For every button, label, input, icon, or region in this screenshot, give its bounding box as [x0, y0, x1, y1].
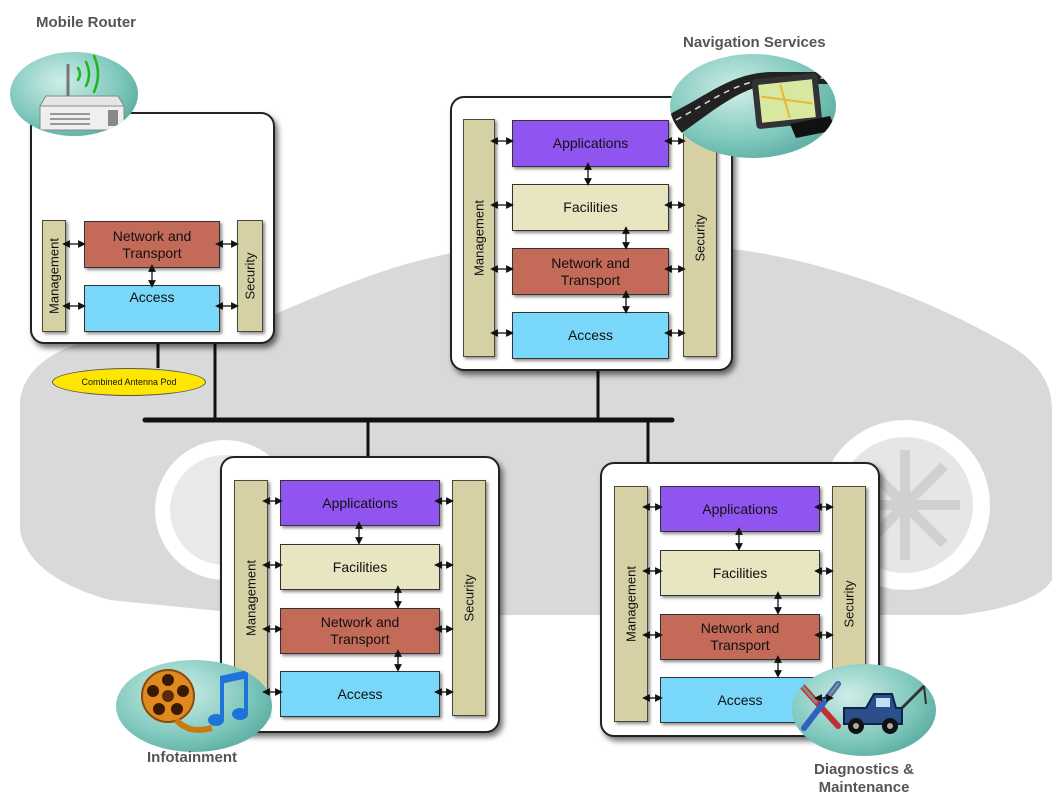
management-panel: Management — [463, 119, 495, 357]
facilities-label: Facilities — [332, 558, 388, 575]
security-panel: Security — [237, 220, 263, 332]
security-panel: Security — [683, 119, 717, 357]
network-label-line1: Network and — [551, 254, 630, 271]
access-layer: Access — [84, 285, 220, 332]
network-label-line2: Transport — [710, 637, 770, 653]
applications-label: Applications — [702, 500, 778, 517]
network-label-line1: Network and — [320, 614, 400, 630]
management-label: Management — [46, 238, 62, 314]
diagnostics-title-line1: Diagnostics & — [814, 761, 915, 778]
management-label: Management — [623, 566, 639, 642]
access-layer: Access — [512, 312, 669, 359]
security-panel: Security — [452, 480, 486, 716]
network-label-line1: Network and — [112, 227, 192, 244]
film-reel-music-icon — [116, 660, 272, 752]
network-label-line2: Transport — [560, 271, 621, 288]
mobile-router-title: Mobile Router — [36, 14, 136, 31]
applications-label: Applications — [552, 135, 629, 151]
gps-navigation-icon — [670, 54, 836, 158]
infotainment-title: Infotainment — [147, 749, 237, 766]
facilities-label: Facilities — [712, 564, 768, 581]
network-label-line1: Network and — [700, 620, 780, 636]
facilities-label: Facilities — [563, 199, 618, 215]
access-label: Access — [567, 327, 614, 343]
tools-tow-truck-icon — [792, 664, 936, 756]
access-label: Access — [129, 289, 175, 305]
applications-layer: Applications — [280, 480, 440, 526]
access-label: Access — [717, 691, 763, 708]
access-label: Access — [337, 685, 383, 702]
network-label-line2: Transport — [122, 244, 182, 261]
combined-antenna-pod: Combined Antenna Pod — [52, 368, 206, 396]
applications-layer: Applications — [512, 120, 669, 167]
security-label: Security — [461, 574, 477, 622]
management-panel: Management — [42, 220, 66, 332]
network-label-line2: Transport — [330, 631, 390, 647]
infotainment-node: Management Applications Facilities Netwo… — [220, 456, 500, 733]
wifi-router-icon — [10, 52, 138, 136]
facilities-layer: Facilities — [660, 550, 820, 596]
access-layer: Access — [280, 671, 440, 717]
diagnostics-maintenance-title: Diagnostics & Maintenance — [814, 761, 914, 797]
facilities-layer: Facilities — [512, 184, 669, 231]
management-label: Management — [471, 200, 487, 276]
management-label: Management — [243, 560, 259, 636]
applications-label: Applications — [322, 494, 398, 511]
security-label: Security — [841, 580, 857, 628]
applications-layer: Applications — [660, 486, 820, 532]
navigation-services-title: Navigation Services — [683, 34, 826, 51]
management-panel: Management — [614, 486, 648, 722]
diagnostics-title-line2: Maintenance — [818, 779, 910, 796]
security-label: Security — [242, 252, 258, 300]
security-label: Security — [692, 214, 708, 262]
facilities-layer: Facilities — [280, 544, 440, 590]
